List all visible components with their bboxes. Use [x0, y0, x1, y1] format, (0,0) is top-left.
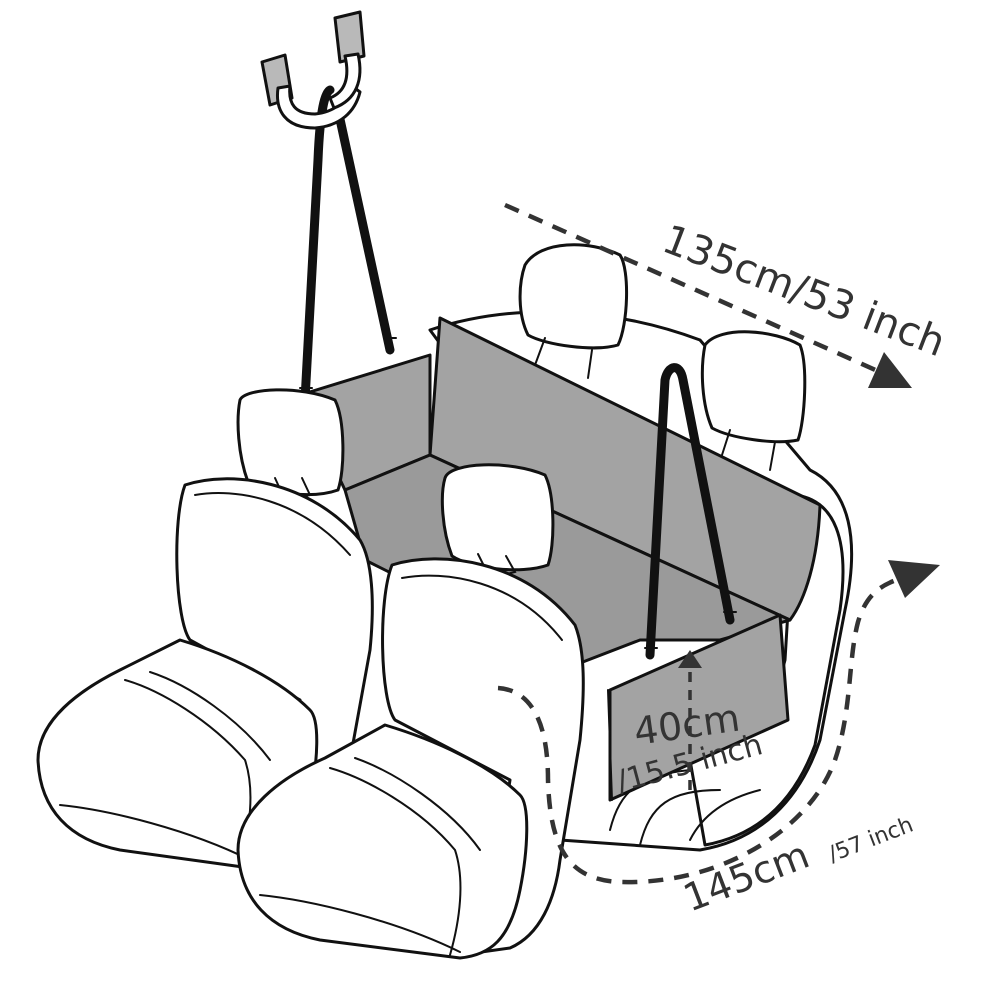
straps — [299, 85, 737, 660]
hook-left-icon — [260, 53, 362, 130]
rear-headrest-right — [700, 330, 807, 471]
front-seat-right — [236, 463, 585, 960]
dimension-height — [678, 650, 702, 790]
dimension-bottom — [497, 560, 940, 885]
front-left-headrest — [236, 388, 345, 497]
arrow-right-icon — [868, 352, 912, 388]
rear-headrest-left — [518, 243, 628, 379]
hook-right-icon — [328, 10, 366, 110]
arrow-curved-icon — [888, 560, 940, 598]
label-width-bottom-sub: /57 inch — [825, 813, 917, 868]
dimension-top — [504, 202, 912, 388]
front-right-headrest — [440, 463, 555, 572]
arrow-up-icon — [678, 650, 702, 668]
